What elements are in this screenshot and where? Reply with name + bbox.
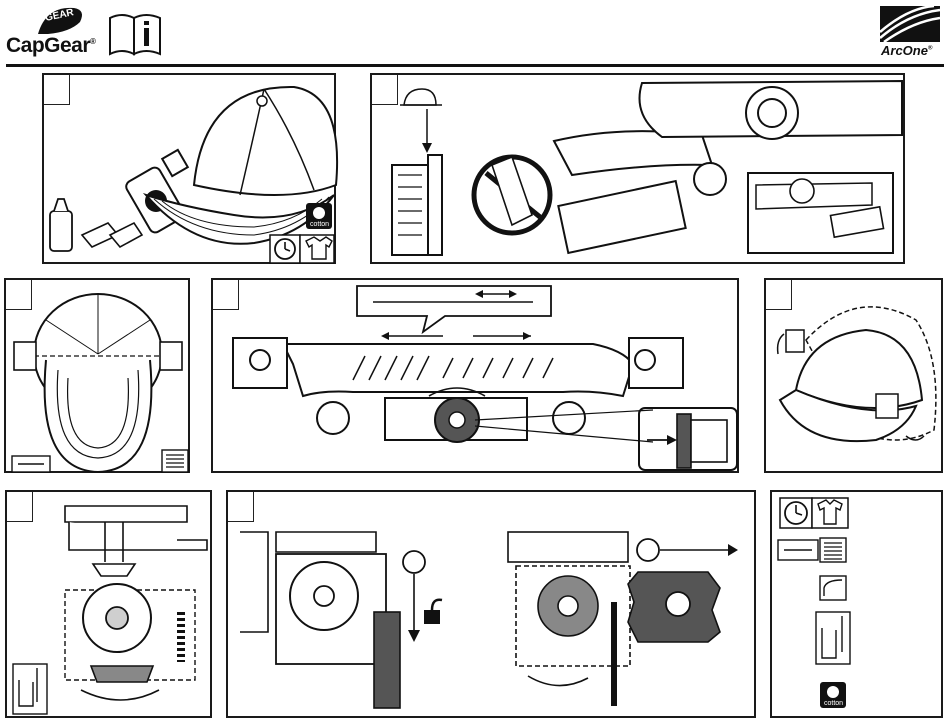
prohibited-icon [474, 157, 550, 233]
curve-icon [820, 576, 846, 600]
step-panel-4 [211, 278, 739, 473]
cap-icon [400, 89, 442, 105]
release-sequence-illustration [228, 492, 758, 720]
clock-icon [780, 498, 812, 528]
pivot-adjust-illustration [7, 492, 214, 720]
cap-top-view [6, 280, 192, 475]
headgear-attach-illustration [372, 75, 907, 266]
clock-icon [270, 235, 300, 263]
header: GEAR CapGear® ArcOne® [0, 0, 950, 68]
arcone-wordmark: ArcOne® [881, 43, 932, 58]
step-panel-1: cotton [42, 73, 336, 264]
cotton-icon: cotton [820, 682, 846, 708]
tshirt-icon [300, 235, 334, 263]
care-legend-icons: cotton [772, 492, 945, 720]
svg-text:cotton: cotton [310, 221, 329, 228]
step-panel-2 [370, 73, 905, 264]
header-rule [6, 64, 944, 67]
align-icon [162, 450, 188, 472]
align-icon [820, 538, 846, 562]
legend-panel: cotton [770, 490, 943, 718]
capgear-wordmark: CapGear® [6, 34, 95, 58]
step-panel-5 [764, 278, 943, 473]
svg-text:cotton: cotton [824, 700, 843, 707]
helmet-assembled-view [766, 280, 945, 475]
step-panel-3 [4, 278, 190, 473]
finger-press-icon [13, 664, 47, 714]
unlock-icon [424, 600, 442, 624]
level-icon [778, 540, 818, 560]
tshirt-icon [812, 498, 848, 528]
dropper-icon [50, 199, 142, 251]
cap-cleaning-illustration: cotton [44, 75, 338, 266]
mount-bracket-illustration [213, 280, 741, 475]
info-book-icon [108, 8, 168, 58]
level-icon [12, 456, 50, 472]
step-panel-6 [5, 490, 212, 718]
step-panel-7 [226, 490, 756, 718]
finger-press-icon [816, 612, 850, 664]
cotton-icon: cotton [306, 203, 332, 229]
